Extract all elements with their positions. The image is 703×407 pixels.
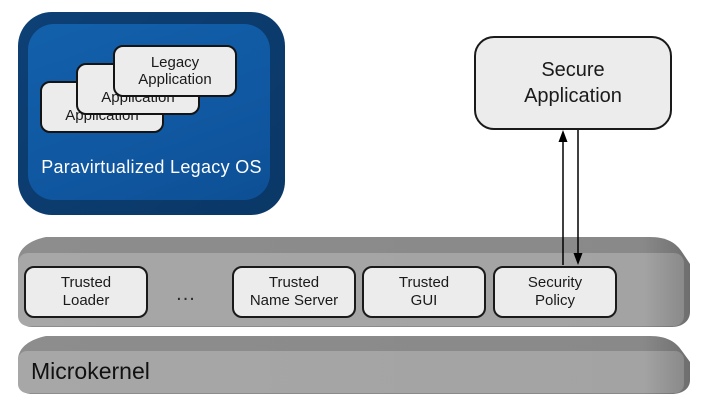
services-ellipsis: ... bbox=[176, 282, 196, 305]
microkernel-slab bbox=[18, 336, 690, 394]
arrow-down-secure-application-to-security-policy bbox=[573, 130, 583, 265]
microkernel-label: Microkernel bbox=[31, 358, 150, 384]
secure-application-box: Secure Application bbox=[474, 36, 672, 130]
legacy-application-label-line2: Application bbox=[138, 71, 212, 88]
trusted-name-server-label-line2: Name Server bbox=[249, 292, 339, 309]
paravirtualized-legacy-os-block: Legacy Application Legacy Application Le… bbox=[18, 12, 285, 215]
legacy-application-label-line1: Legacy bbox=[150, 54, 200, 71]
trusted-loader-label-line1: Trusted bbox=[60, 274, 112, 291]
trusted-gui-box: Trusted GUI bbox=[362, 266, 486, 318]
security-policy-label-line1: Security bbox=[527, 274, 583, 291]
arrow-up-security-policy-to-secure-application bbox=[558, 130, 568, 265]
paravirtualized-legacy-os-label: Paravirtualized Legacy OS bbox=[41, 157, 262, 177]
secure-application-label-line2: Application bbox=[524, 85, 622, 107]
security-policy-label-line2: Policy bbox=[534, 292, 575, 309]
security-policy-box: Security Policy bbox=[493, 266, 617, 318]
secure-application-label-line1: Secure bbox=[541, 59, 605, 81]
trusted-loader-box: Trusted Loader bbox=[24, 266, 148, 318]
trusted-gui-label-line1: Trusted bbox=[398, 274, 450, 291]
trusted-name-server-label-line1: Trusted bbox=[268, 274, 320, 291]
trusted-loader-label-line2: Loader bbox=[62, 292, 110, 309]
legacy-application-box-front: Legacy Application bbox=[113, 45, 237, 97]
trusted-name-server-box: Trusted Name Server bbox=[232, 266, 356, 318]
trusted-gui-label-line2: GUI bbox=[410, 292, 438, 309]
